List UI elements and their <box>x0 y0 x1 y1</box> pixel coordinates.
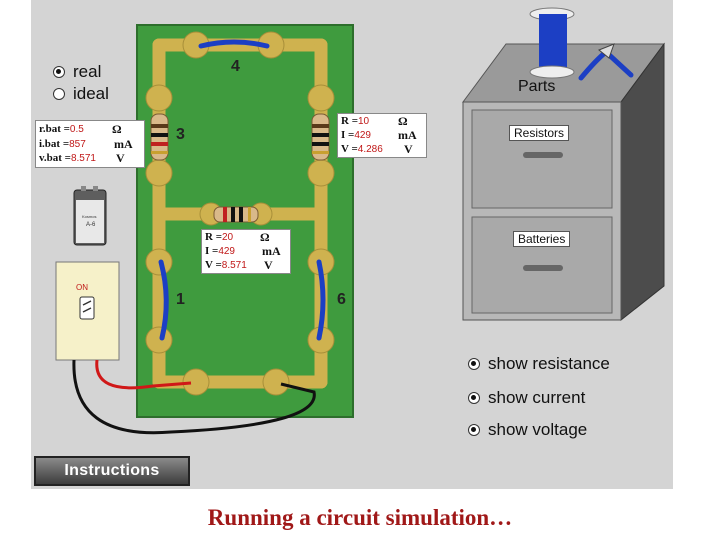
readout-key: r.bat = <box>39 123 70 135</box>
readout-key: R = <box>205 231 222 243</box>
show-current-radio[interactable] <box>468 392 480 404</box>
radio-real-label: real <box>73 62 102 81</box>
slide-caption: Running a circuit simulation… <box>207 505 513 530</box>
instructions-button[interactable]: Instructions <box>34 456 190 486</box>
readout-unit: Ω <box>398 114 408 128</box>
drawer-label-resistors[interactable]: Resistors <box>509 125 570 141</box>
readout-key: R = <box>341 115 358 127</box>
battery[interactable] <box>73 186 107 246</box>
battery-readout: r.bat =0.5 Ω i.bat =857 mA v.bat =8.571 … <box>35 120 145 168</box>
readout-unit: V <box>404 142 413 156</box>
show-voltage-option[interactable]: show voltage <box>468 420 587 440</box>
node-label-3: 3 <box>176 126 185 143</box>
red-lead-wire <box>95 359 192 390</box>
resistor-right-readout: R =10 Ω I =429 mA V =4.286 V <box>337 113 427 158</box>
readout-unit: V <box>264 258 273 272</box>
readout-key: v.bat = <box>39 152 71 164</box>
radio-ideal[interactable]: ideal <box>53 84 109 104</box>
show-current-option[interactable]: show current <box>468 388 585 408</box>
simulation-area: real ideal r.bat =0.5 Ω i.bat =857 mA v.… <box>31 0 673 489</box>
resistor-middle-v-value: 8.571 <box>221 260 247 271</box>
show-current-label: show current <box>488 388 586 407</box>
resistor-right-r-value: 10 <box>357 116 370 127</box>
battery-r-value: 0.5 <box>69 124 84 135</box>
battery-i-value: 857 <box>69 139 86 150</box>
node-label-4: 4 <box>231 58 240 75</box>
show-resistance-option[interactable]: show resistance <box>468 354 610 374</box>
readout-key: i.bat = <box>39 138 70 150</box>
resistor-middle[interactable] <box>213 206 259 223</box>
readout-unit: Ω <box>260 230 270 244</box>
readout-unit: mA <box>262 244 281 258</box>
radio-ideal-dot[interactable] <box>53 88 65 100</box>
show-voltage-radio[interactable] <box>468 424 480 436</box>
switch-on-label: ON <box>76 283 88 292</box>
radio-real[interactable]: real <box>53 62 101 82</box>
readout-unit: V <box>116 151 125 165</box>
resistor-middle-r-value: 20 <box>221 232 234 243</box>
circuit-canvas <box>55 7 665 435</box>
drawer-label-batteries[interactable]: Batteries <box>513 231 571 247</box>
resistor-right[interactable] <box>311 113 330 161</box>
battery-v-value: 8.571 <box>70 153 96 164</box>
node-label-1: 1 <box>176 291 185 308</box>
resistor-left[interactable] <box>150 113 169 161</box>
resistor-right-i-value: 429 <box>354 130 371 141</box>
readout-key: V = <box>205 259 222 271</box>
readout-key: I = <box>341 129 355 141</box>
readout-unit: mA <box>398 128 417 142</box>
parts-title: Parts <box>518 78 556 95</box>
jumper-wires <box>158 39 326 341</box>
wire-cutter-tool[interactable] <box>578 43 634 81</box>
show-voltage-label: show voltage <box>488 420 588 439</box>
wire-spool[interactable] <box>529 7 575 79</box>
battery-brand: Kosmos <box>82 214 97 219</box>
black-lead-wire <box>72 359 316 435</box>
readout-unit: Ω <box>112 122 122 136</box>
resistor-middle-i-value: 429 <box>218 246 235 257</box>
node-label-6: 6 <box>337 291 346 308</box>
show-resistance-label: show resistance <box>488 354 610 373</box>
readout-key: V = <box>341 143 358 155</box>
show-resistance-radio[interactable] <box>468 358 480 370</box>
readout-key: I = <box>205 245 219 257</box>
readout-unit: mA <box>114 137 133 151</box>
radio-real-dot[interactable] <box>53 66 65 78</box>
resistor-middle-readout: R =20 Ω I =429 mA V =8.571 V <box>201 229 291 274</box>
radio-ideal-label: ideal <box>73 84 109 103</box>
battery-model: A-6 <box>86 222 96 228</box>
resistor-right-v-value: 4.286 <box>357 144 383 155</box>
switch-box[interactable] <box>55 261 120 361</box>
